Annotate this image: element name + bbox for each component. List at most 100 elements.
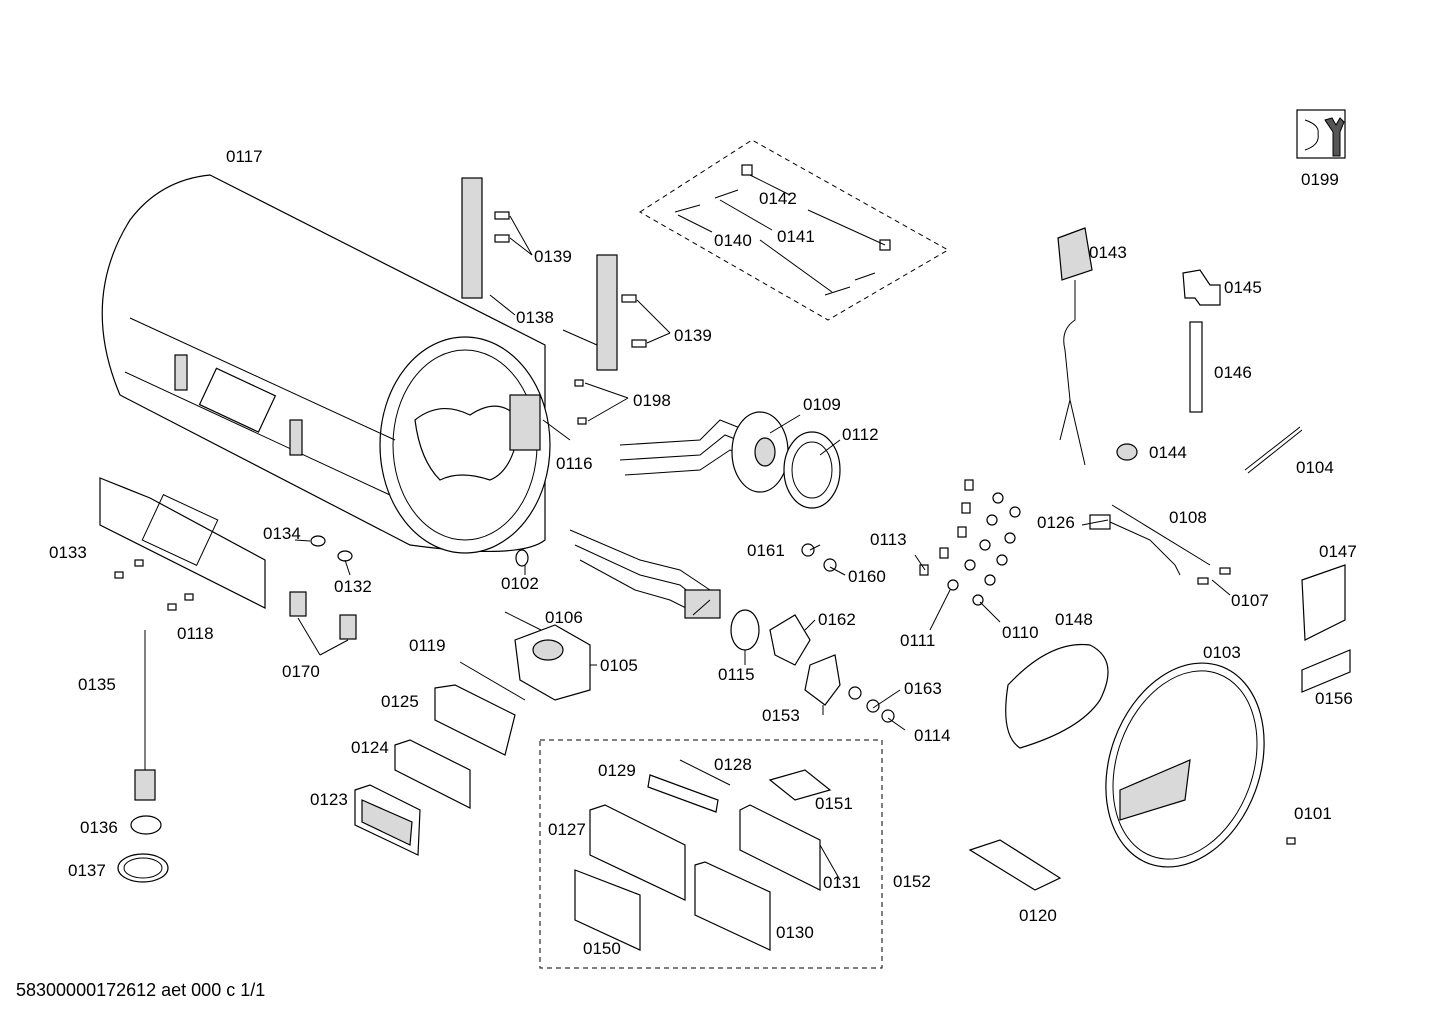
label-0105: 0105 [600, 656, 638, 675]
part-0123-display [354, 784, 421, 856]
label-0125: 0125 [381, 692, 419, 711]
part-0145-valve [1182, 269, 1221, 306]
label-0140: 0140 [714, 231, 752, 250]
label-0133: 0133 [49, 543, 87, 562]
part-labels: 0117 0142 0140 0141 0139 0138 0139 0198 … [49, 147, 1357, 958]
label-0160: 0160 [848, 567, 886, 586]
part-0107-pins [1197, 567, 1231, 585]
part-0117-tank [101, 174, 551, 554]
label-0162: 0162 [818, 610, 856, 629]
label-0151: 0151 [815, 794, 853, 813]
part-0102 [515, 549, 529, 567]
part-0138-brackets [461, 177, 618, 371]
label-0110: 0110 [1002, 623, 1039, 642]
part-0135-anode [134, 630, 156, 801]
part-0146-pipe [1189, 321, 1203, 413]
part-0118-screws [114, 559, 194, 611]
part-0140-0142-rod-group [639, 139, 950, 321]
label-0128: 0128 [714, 755, 752, 774]
label-0114: 0114 [914, 726, 951, 745]
label-0163: 0163 [904, 679, 942, 698]
label-0107: 0107 [1231, 591, 1269, 610]
label-0118: 0118 [177, 624, 214, 643]
label-0144: 0144 [1149, 443, 1187, 462]
part-0113-0110-bolts [919, 479, 1021, 606]
document-footer-id: 58300000172612 aet 000 c 1/1 [16, 980, 266, 1000]
part-0144-plug [1116, 443, 1138, 461]
label-0156: 0156 [1315, 689, 1353, 708]
label-0153: 0153 [762, 706, 800, 725]
label-0102: 0102 [501, 574, 539, 593]
label-0146: 0146 [1214, 363, 1252, 382]
part-0170-fittings [289, 591, 357, 656]
part-0104-cable [1244, 426, 1303, 474]
label-0141: 0141 [777, 227, 815, 246]
label-0109: 0109 [803, 395, 841, 414]
part-0161-0160-0163-0114-washers [801, 543, 895, 723]
label-0136: 0136 [80, 818, 118, 837]
label-0170: 0170 [282, 662, 320, 681]
label-0106: 0106 [545, 608, 583, 627]
label-0142: 0142 [759, 189, 797, 208]
part-0133-panel [99, 477, 266, 609]
part-0108-cable [1111, 504, 1211, 566]
label-0137: 0137 [68, 861, 106, 880]
part-0125-frame [434, 684, 516, 756]
label-0127: 0127 [548, 820, 586, 839]
label-0126: 0126 [1037, 513, 1075, 532]
part-0147-pcb [1301, 564, 1346, 641]
label-0112: 0112 [842, 425, 879, 444]
label-0143: 0143 [1089, 243, 1127, 262]
part-0143-adapter [1057, 227, 1093, 466]
label-0111: 0111 [900, 631, 935, 650]
label-0150: 0150 [583, 939, 621, 958]
label-0152: 0152 [893, 872, 931, 891]
label-0104: 0104 [1296, 458, 1334, 477]
label-0103: 0103 [1203, 643, 1241, 662]
label-0147: 0147 [1319, 542, 1357, 561]
part-0152-group [539, 739, 883, 969]
label-0108: 0108 [1169, 508, 1207, 527]
label-0134: 0134 [263, 524, 301, 543]
label-0139-lower: 0139 [674, 326, 712, 345]
part-0126-sensor [1089, 514, 1181, 576]
part-0106-heating-element [569, 529, 721, 619]
part-0156-board [1301, 649, 1351, 693]
part-0136-0137-seals [117, 815, 169, 883]
label-0161: 0161 [747, 541, 785, 560]
service-wrench-icon [1296, 109, 1346, 159]
label-0145: 0145 [1224, 278, 1262, 297]
part-0109-flange-heater [619, 411, 789, 493]
part-0134-0132-knobs [310, 535, 353, 562]
label-0198: 0198 [633, 391, 671, 410]
part-0112-gasket [783, 431, 841, 509]
label-0131: 0131 [823, 873, 861, 892]
label-0119: 0119 [409, 636, 446, 655]
part-0162-0153-clips [769, 614, 841, 706]
label-0123: 0123 [310, 790, 348, 809]
part-0148-insulation [1005, 643, 1109, 749]
label-0129: 0129 [598, 761, 636, 780]
label-0124: 0124 [351, 738, 389, 757]
part-0119-0105-thermostat [459, 611, 591, 701]
part-0120-remote [968, 839, 1062, 891]
part-0124-module [394, 739, 471, 809]
label-0113: 0113 [870, 530, 907, 549]
part-0139-screws [494, 211, 671, 348]
part-0103-cover [1105, 662, 1265, 868]
label-0130: 0130 [776, 923, 814, 942]
leader-lines [294, 294, 1231, 881]
label-0139-upper: 0139 [534, 247, 572, 266]
label-0115: 0115 [718, 665, 755, 684]
part-0101-screw [1286, 837, 1296, 845]
label-0120: 0120 [1019, 906, 1057, 925]
part-0198-screws [574, 379, 629, 425]
part-0115-ring [730, 609, 760, 651]
label-0148: 0148 [1055, 610, 1093, 629]
label-0199: 0199 [1301, 170, 1339, 189]
label-0116: 0116 [556, 454, 593, 473]
label-0117: 0117 [226, 147, 263, 166]
label-0135: 0135 [78, 675, 116, 694]
